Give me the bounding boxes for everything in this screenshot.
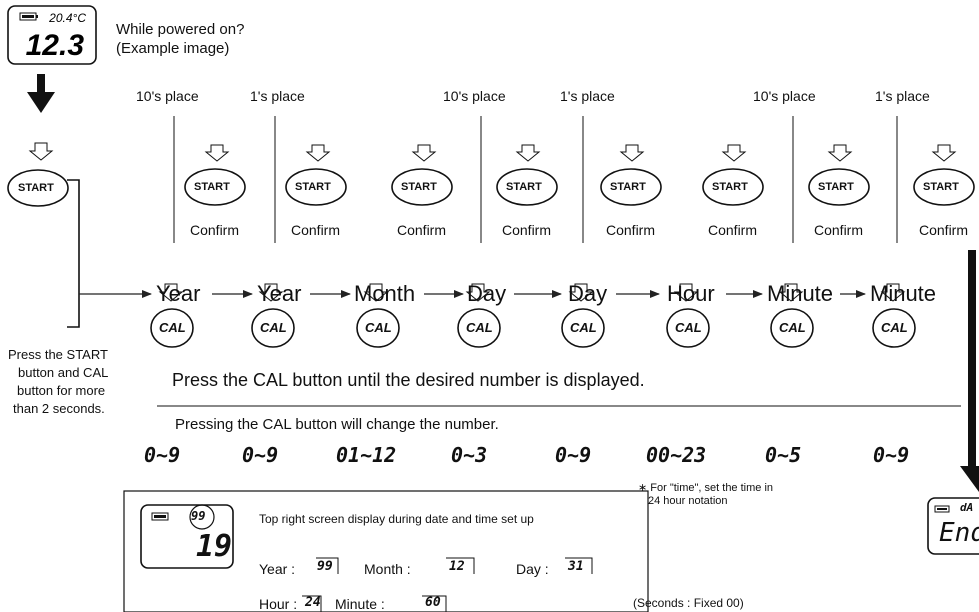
sequence-step-year: Year bbox=[257, 281, 302, 306]
sequence-step-year: Year bbox=[156, 281, 201, 306]
year-label: Year : bbox=[259, 561, 296, 577]
confirm-label: Confirm bbox=[708, 222, 758, 238]
range-value: 0~5 bbox=[765, 443, 802, 467]
cal-button-outlines bbox=[150, 308, 916, 348]
end-battery-icon bbox=[934, 505, 950, 513]
left-instruction-line-3: button for more bbox=[17, 383, 106, 398]
place-label: 1's place bbox=[250, 88, 305, 104]
setup-lcd-main: 19 bbox=[196, 529, 233, 564]
sequence-step-day: Day bbox=[467, 281, 507, 306]
intro-temp-readout: 20.4°C bbox=[48, 11, 86, 25]
start-button[interactable]: START bbox=[610, 181, 646, 193]
range-value: 0~9 bbox=[555, 443, 592, 467]
start-button[interactable]: START bbox=[923, 181, 959, 193]
cal-button[interactable]: CAL bbox=[260, 320, 287, 335]
start-button[interactable]: START bbox=[295, 181, 331, 193]
big-down-arrow bbox=[27, 74, 55, 113]
cal-button[interactable]: CAL bbox=[779, 320, 806, 335]
day-value: 31 bbox=[568, 559, 584, 574]
cal-button[interactable]: CAL bbox=[570, 320, 597, 335]
end-display-main: End bbox=[939, 518, 979, 548]
confirm-label: Confirm bbox=[919, 222, 969, 238]
cal-button[interactable]: CAL bbox=[881, 320, 908, 335]
cal-button[interactable]: CAL bbox=[159, 320, 186, 335]
place-label: 10's place bbox=[753, 88, 816, 104]
sequence-step-month: Month bbox=[354, 281, 416, 306]
hour-value: 24 bbox=[305, 595, 321, 610]
place-divider-lines bbox=[173, 116, 898, 243]
press-cal-instruction: Press the CAL button until the desired n… bbox=[172, 370, 645, 390]
start-hollow-arrows bbox=[204, 144, 957, 162]
confirm-label: Confirm bbox=[814, 222, 864, 238]
time-note-line-2: 24 hour notation bbox=[648, 495, 728, 507]
seconds-note: (Seconds : Fixed 00) bbox=[633, 596, 744, 610]
range-value: 0~3 bbox=[451, 443, 488, 467]
start-button[interactable]: START bbox=[506, 181, 542, 193]
intro-device-display: 20.4°C 12.3 bbox=[7, 5, 97, 65]
pressing-cal-instruction: Pressing the CAL button will change the … bbox=[175, 416, 499, 433]
minute-label: Minute : bbox=[335, 596, 385, 612]
intro-line-1: While powered on? bbox=[116, 21, 245, 38]
start-button[interactable]: START bbox=[712, 181, 748, 193]
start-button-outlines bbox=[184, 168, 975, 206]
place-label: 1's place bbox=[875, 88, 930, 104]
hour-label: Hour : bbox=[259, 596, 298, 612]
range-value: 00~23 bbox=[646, 443, 707, 467]
year-value: 99 bbox=[317, 559, 333, 574]
setup-battery-icon bbox=[151, 512, 169, 521]
end-down-arrow bbox=[960, 250, 979, 492]
down-hollow-arrow-icon bbox=[28, 142, 54, 161]
end-display-top: dA bbox=[960, 501, 974, 514]
cal-hollow-arrows bbox=[158, 283, 906, 302]
place-label: 10's place bbox=[443, 88, 506, 104]
confirm-label: Confirm bbox=[190, 222, 240, 238]
confirm-label: Confirm bbox=[291, 222, 341, 238]
cal-button[interactable]: CAL bbox=[675, 320, 702, 335]
confirm-label: Confirm bbox=[606, 222, 656, 238]
confirm-label: Confirm bbox=[397, 222, 447, 238]
left-instruction-line-4: than 2 seconds. bbox=[13, 401, 105, 416]
battery-icon bbox=[19, 12, 38, 21]
setup-box-graphics bbox=[123, 490, 649, 612]
end-display bbox=[927, 497, 979, 555]
month-label: Month : bbox=[364, 561, 411, 577]
sequence-step-minute: Minute bbox=[767, 281, 834, 306]
left-start-button[interactable]: START bbox=[18, 182, 54, 194]
range-value: 01~12 bbox=[336, 443, 397, 467]
cal-button[interactable]: CAL bbox=[365, 320, 392, 335]
range-value: 0~9 bbox=[144, 443, 181, 467]
day-label: Day : bbox=[516, 561, 549, 577]
start-button[interactable]: START bbox=[401, 181, 437, 193]
left-instruction-line-2: button and CAL bbox=[18, 365, 109, 380]
intro-line-2: (Example image) bbox=[116, 40, 230, 57]
bracket bbox=[67, 179, 80, 328]
range-value: 0~9 bbox=[242, 443, 279, 467]
place-label: 1's place bbox=[560, 88, 615, 104]
range-value: 0~9 bbox=[873, 443, 910, 467]
cal-button[interactable]: CAL bbox=[466, 320, 493, 335]
place-label: 10's place bbox=[136, 88, 199, 104]
setup-lcd-top: 99 bbox=[191, 509, 206, 523]
time-note-line-1: ∗ For "time", set the time in bbox=[638, 482, 774, 494]
left-instruction-line-1: Press the START bbox=[8, 347, 108, 362]
month-value: 12 bbox=[449, 559, 465, 574]
confirm-label: Confirm bbox=[502, 222, 552, 238]
sequence-step-minute: Minute bbox=[870, 281, 937, 306]
minute-value: 60 bbox=[425, 595, 441, 610]
sequence-step-day: Day bbox=[568, 281, 608, 306]
left-start-button-outline bbox=[7, 169, 69, 207]
setup-box-title: Top right screen display during date and… bbox=[259, 512, 534, 526]
start-button[interactable]: START bbox=[818, 181, 854, 193]
start-button[interactable]: START bbox=[194, 181, 230, 193]
sequence-step-hour: Hour bbox=[667, 281, 715, 306]
intro-number-readout: 12.3 bbox=[26, 29, 85, 62]
